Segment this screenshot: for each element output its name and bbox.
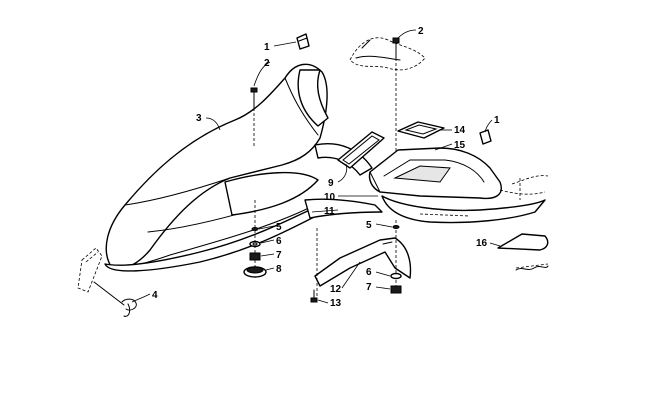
- screw-part-13: [310, 289, 318, 303]
- leader-lines: [131, 29, 501, 304]
- screw-part-2-right: [392, 37, 400, 160]
- callout-8: 8: [276, 264, 282, 275]
- cable-right: [499, 175, 549, 200]
- callout-2-right: 2: [418, 26, 424, 37]
- callout-12: 12: [330, 284, 342, 295]
- callout-5-right: 5: [366, 220, 372, 231]
- reflector-part-4: [77, 247, 137, 317]
- hardware-stack-left: [243, 200, 267, 278]
- washer-part-5-right: [392, 225, 400, 229]
- callout-4: 4: [152, 290, 158, 301]
- callout-13: 13: [330, 298, 342, 309]
- callout-5-left: 5: [276, 222, 282, 233]
- callout-15: 15: [454, 140, 466, 151]
- callout-7-right: 7: [366, 282, 372, 293]
- callout-9: 9: [328, 178, 334, 189]
- callout-6-right: 6: [366, 267, 372, 278]
- washer-part-6-left: [249, 240, 261, 248]
- callout-11: 11: [324, 206, 335, 217]
- grommet-part-1-left: [296, 33, 310, 50]
- pad-part-14: [397, 121, 445, 139]
- callout-2-left: 2: [264, 58, 270, 69]
- belly-pan-part-11: [304, 198, 383, 219]
- washer-part-5-left: [251, 227, 259, 231]
- guard-part-16: [497, 233, 549, 271]
- screw-part-2-left: [250, 87, 258, 148]
- callout-3: 3: [196, 113, 202, 124]
- plate-part-10: [381, 195, 546, 224]
- bracket-part-12: [314, 237, 412, 287]
- console-part-15: [368, 147, 502, 200]
- callout-1-left: 1: [264, 42, 270, 53]
- callout-10: 10: [324, 192, 336, 203]
- nut-part-7-right: [390, 285, 402, 294]
- callout-16: 16: [476, 238, 488, 249]
- callout-labels: 1 2 2 3 4 1 14 15 9 10 11 5 6 7 8 5 6 7 …: [152, 26, 500, 309]
- callout-6-left: 6: [276, 236, 282, 247]
- callout-7-left: 7: [276, 250, 282, 261]
- grommet-part-1-right: [479, 129, 492, 145]
- washer-part-6-right: [390, 272, 402, 280]
- callout-1-right: 1: [494, 115, 500, 126]
- hood-body-part-3: [104, 63, 329, 272]
- hardware-stack-right: [390, 220, 402, 294]
- callout-14: 14: [454, 125, 466, 136]
- steering-mount: [349, 37, 426, 71]
- nut-part-7-left: [249, 252, 261, 261]
